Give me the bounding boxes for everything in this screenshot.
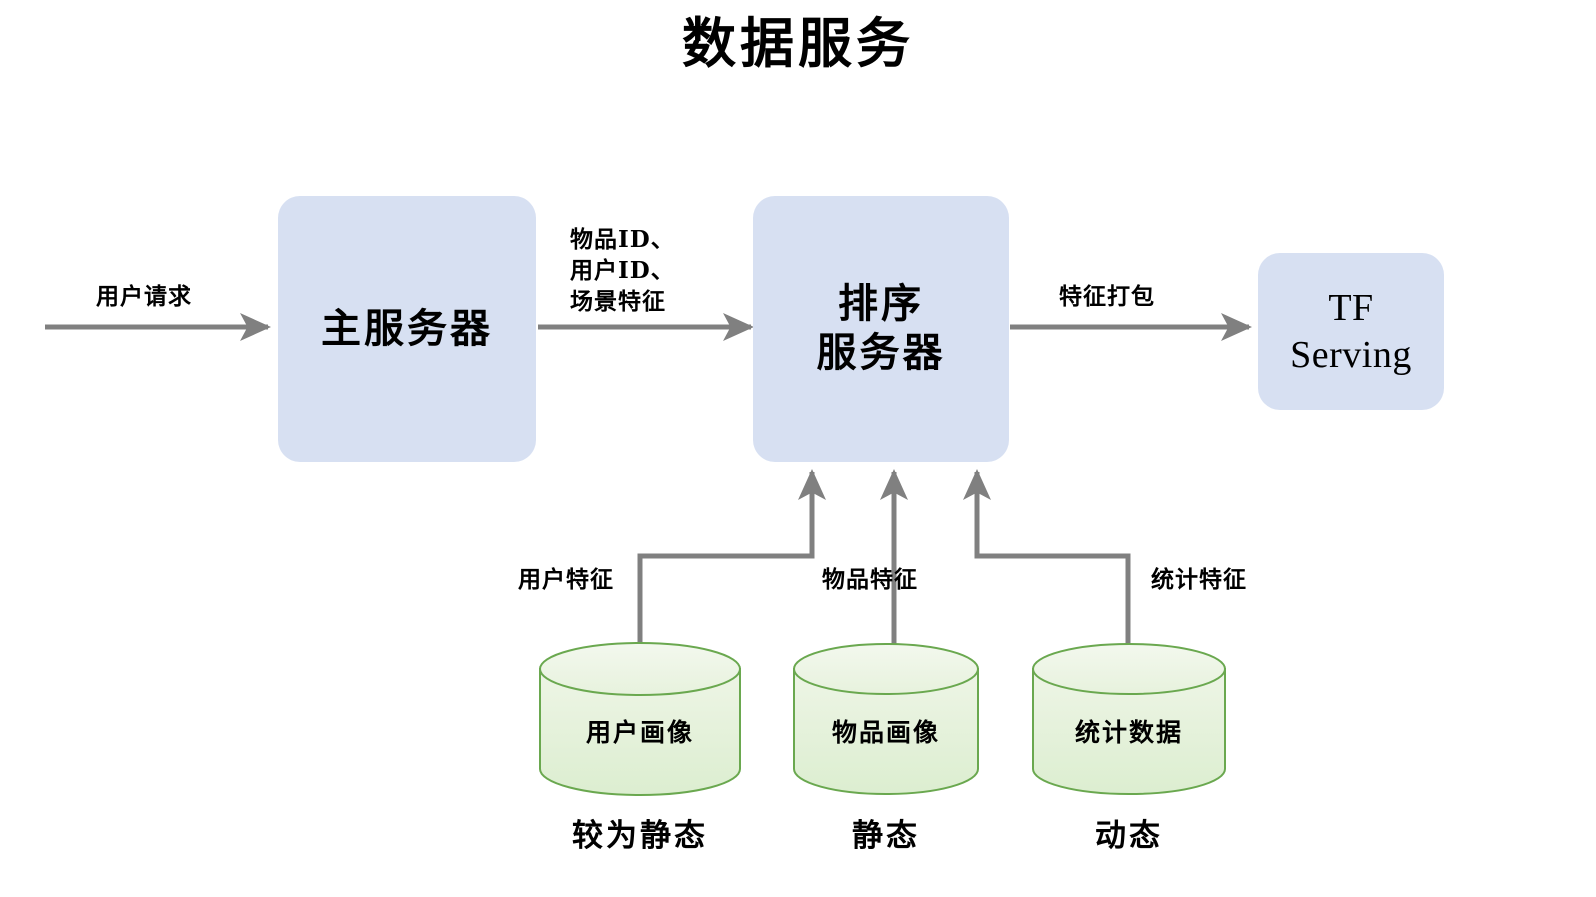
edge-label-feature-packing: 特征打包 [1059,283,1155,310]
page-title: 数据服务 [682,11,914,75]
store-label-stat-data: 统计数据 [1074,718,1183,747]
edge-label-user-features: 用户特征 [518,566,614,593]
store-shape-item-profile [793,643,979,795]
node-rank-server-label: 排序 服务器 [816,280,946,376]
node-tf-serving-label: TF Serving [1290,287,1412,376]
store-caption-stat-data: 动态 [1095,818,1163,854]
edge-label-item-features: 物品特征 [822,566,918,593]
edge-user-features [637,468,826,646]
node-rank-server[interactable]: 排序 服务器 [753,196,1009,462]
edge-stat-features [963,468,1131,646]
node-tf-serving[interactable]: TF Serving [1258,253,1444,410]
store-caption-user-profile: 较为静态 [572,818,708,854]
node-main-server[interactable]: 主服务器 [278,196,536,462]
store-caption-item-profile: 静态 [852,818,920,854]
node-main-server-label: 主服务器 [321,304,493,352]
store-label-item-profile: 物品画像 [831,718,940,747]
edge-label-stat-features: 统计特征 [1151,566,1247,593]
edge-label-ids-and-context: 物品ID、 用户ID、 场景特征 [570,226,675,315]
store-shape-stat-data [1032,643,1226,795]
edge-label-user-request: 用户请求 [96,283,192,310]
store-shape-user-profile [539,642,741,796]
store-label-user-profile: 用户画像 [585,718,694,747]
